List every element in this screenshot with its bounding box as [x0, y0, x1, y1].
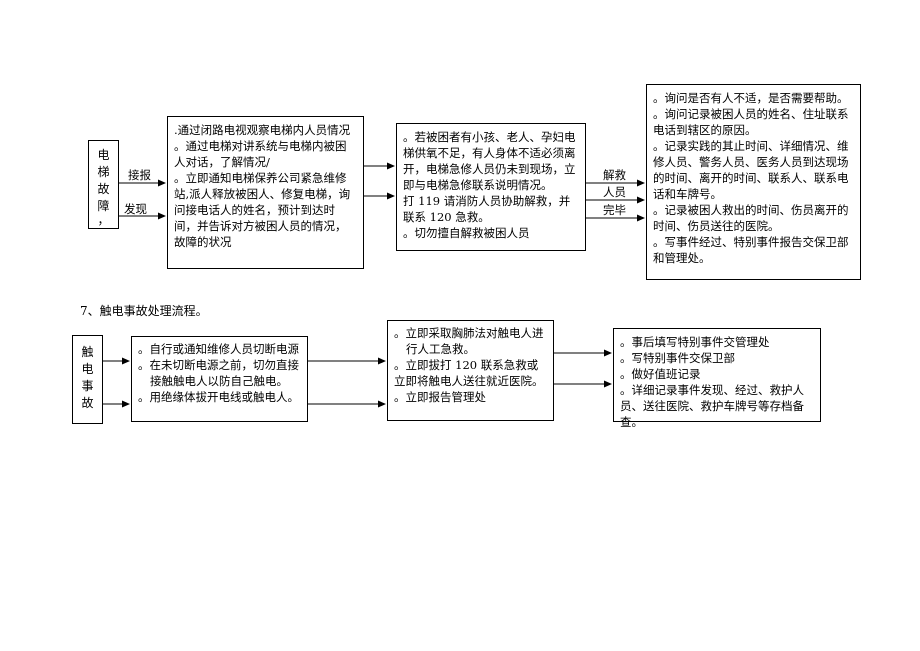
notify-repair-step: 。立即通知电梯保养公司紧急维修站,派人释放被困人、修复电梯，询问接电话人的姓名，…: [174, 171, 351, 249]
label-rescue: 解救: [603, 168, 626, 182]
no-direct-touch-cont: 接触触电人以防自己触电。: [150, 374, 288, 388]
archive-record-step: 。详细记录事件发现、经过、救护人员、送往医院、救护车牌号等存档备查。: [620, 383, 804, 429]
record-rescue-step: 。记录被困人救出的时间、伤员离开的时间、伤员送往的医院。: [653, 203, 849, 233]
label-person: 人员: [603, 185, 626, 199]
security-report-step: 。写特别事件交保卫部: [620, 351, 735, 365]
intercom-step: 。通过电梯对讲系统与电梯内被困人对话，了解情况/: [174, 139, 347, 169]
cpr-step-cont: 行人工急救。: [406, 342, 475, 356]
cut-power-box: 。自行或通知维修人员切断电源 。在未切断电源之前，切勿直接 接触触电人以防自己触…: [131, 336, 308, 422]
label-receive-report: 接报: [128, 168, 151, 182]
label-discover: 发现: [124, 202, 147, 216]
cpr-step: 。立即采取胸肺法对触电人进: [394, 326, 544, 340]
insulator-step: 。用绝缘体拔开电线或触电人。: [138, 390, 299, 404]
no-direct-touch-step: 。在未切断电源之前，切勿直接: [138, 358, 299, 372]
no-self-rescue-step: 。切勿擅自解救被困人员: [403, 226, 530, 240]
cut-power-step: 。自行或通知维修人员切断电源: [138, 342, 299, 356]
follow-up-record-box: 。询问是否有人不适，是否需要帮助。 。询问记录被困人员的姓名、住址联系电话到辖区…: [646, 84, 861, 280]
section-7-title: 7、触电事故处理流程。: [80, 304, 208, 318]
duty-log-step: 。做好值班记录: [620, 367, 701, 381]
emergency-measures-box: 。若被困者有小孩、老人、孕妇电梯供氧不足，有人身体不适必须离开，电梯急修人员仍未…: [396, 123, 586, 251]
elevator-fault-start-box: 电 梯 故 障 ，: [88, 140, 119, 229]
electric-shock-start-label: 触 电 事 故: [81, 345, 94, 410]
urgent-case-step: 。若被困者有小孩、老人、孕妇电梯供氧不足，有人身体不适必须离开，电梯急修人员仍未…: [403, 130, 576, 192]
label-done: 完毕: [603, 203, 626, 217]
elevator-fault-start-label: 电 梯 故 障 ，: [97, 148, 110, 227]
write-report-step: 。写事件经过、特别事件报告交保卫部和管理处。: [653, 235, 849, 265]
monitor-step: .通过闭路电视观察电梯内人员情况: [174, 123, 351, 137]
after-event-record-box: 。事后填写特别事件交管理处 。写特别事件交保卫部 。做好值班记录 。详细记录事件…: [613, 328, 821, 429]
fill-report-step: 。事后填写特别事件交管理处: [620, 335, 770, 349]
monitor-notify-box: .通过闭路电视观察电梯内人员情况 。通过电梯对讲系统与电梯内被困人对话，了解情况…: [167, 116, 364, 269]
record-times-step: 。记录实践的其止时间、详细情况、维修人员、警务人员、医务人员到达现场的时间、离开…: [653, 139, 849, 201]
call-120-step: 。立即拔打 120 联系急救或立即将触电人送往就近医院。: [394, 358, 544, 388]
call-119-step: 打 119 请消防人员协助解救，并联系 120 急救。: [403, 194, 571, 224]
electric-shock-start-box: 触 电 事 故: [72, 335, 103, 424]
record-names-step: 。询问记录被困人员的姓名、住址联系电话到辖区的原因。: [653, 107, 849, 137]
report-management-step: 。立即报告管理处: [394, 390, 486, 404]
ask-discomfort-step: 。询问是否有人不适，是否需要帮助。: [653, 91, 849, 105]
first-aid-box: 。立即采取胸肺法对触电人进 行人工急救。 。立即拔打 120 联系急救或立即将触…: [387, 320, 554, 421]
